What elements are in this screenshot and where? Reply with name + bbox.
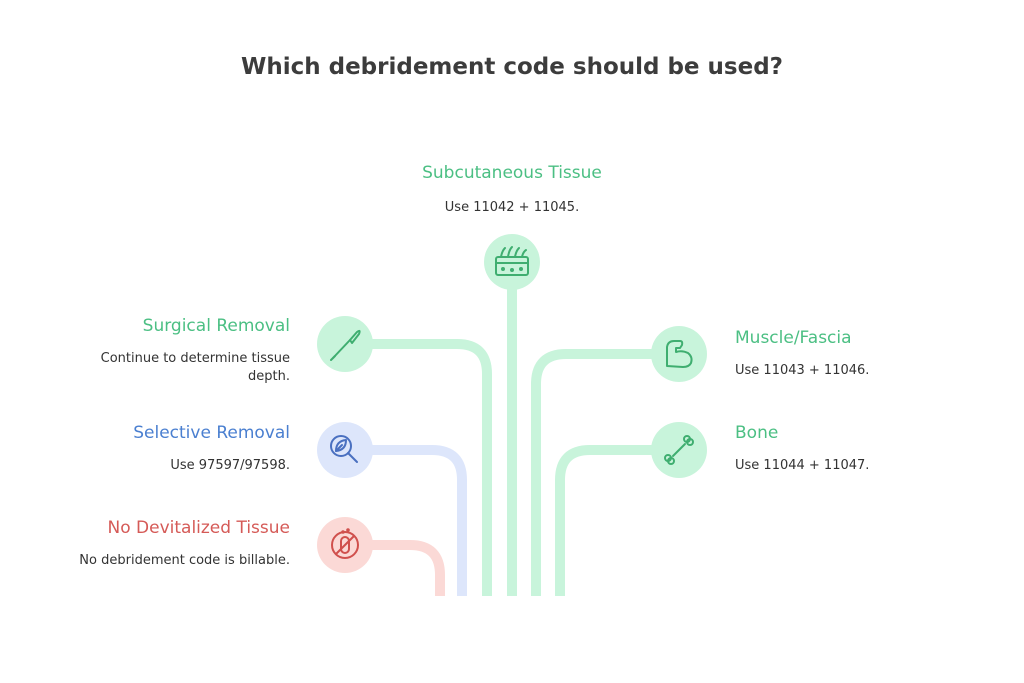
no-devitalized-desc: No debridement code is billable. [79, 553, 290, 568]
connector-muscle [531, 349, 652, 596]
connector-bone [555, 445, 652, 596]
skin-layers-icon [495, 246, 529, 276]
muscle-arm-icon [666, 340, 693, 368]
muscle-title: Muscle/Fascia [735, 328, 852, 348]
page-title: Which debridement code should be used? [240, 54, 784, 80]
connector-surgical [372, 339, 492, 596]
surgical-title: Surgical Removal [142, 316, 290, 336]
no-test-tube-icon [331, 528, 359, 559]
selective-node [317, 422, 373, 478]
no-devitalized-title: No Devitalized Tissue [107, 518, 291, 538]
surgical-desc: Continue to determine tissue depth. [100, 351, 290, 384]
bone-icon [664, 435, 694, 465]
muscle-desc: Use 11043 + 11046. [735, 363, 870, 378]
subcutaneous-title: Subcutaneous Tissue [422, 163, 602, 183]
scalpel-icon [330, 329, 361, 361]
no-devitalized-node [317, 517, 373, 573]
connector-selective [372, 445, 467, 596]
connector-no-devitalized [372, 540, 445, 596]
bone-title: Bone [735, 423, 779, 443]
selective-title: Selective Removal [133, 423, 290, 443]
subcutaneous-node [484, 234, 540, 290]
surgical-node [317, 316, 373, 372]
selective-desc: Use 97597/97598. [170, 458, 290, 473]
bone-node [651, 422, 707, 478]
magnifier-leaf-icon [330, 435, 358, 463]
subcutaneous-desc: Use 11042 + 11045. [444, 200, 580, 215]
bone-desc: Use 11044 + 11047. [735, 458, 870, 473]
muscle-node [651, 326, 707, 382]
